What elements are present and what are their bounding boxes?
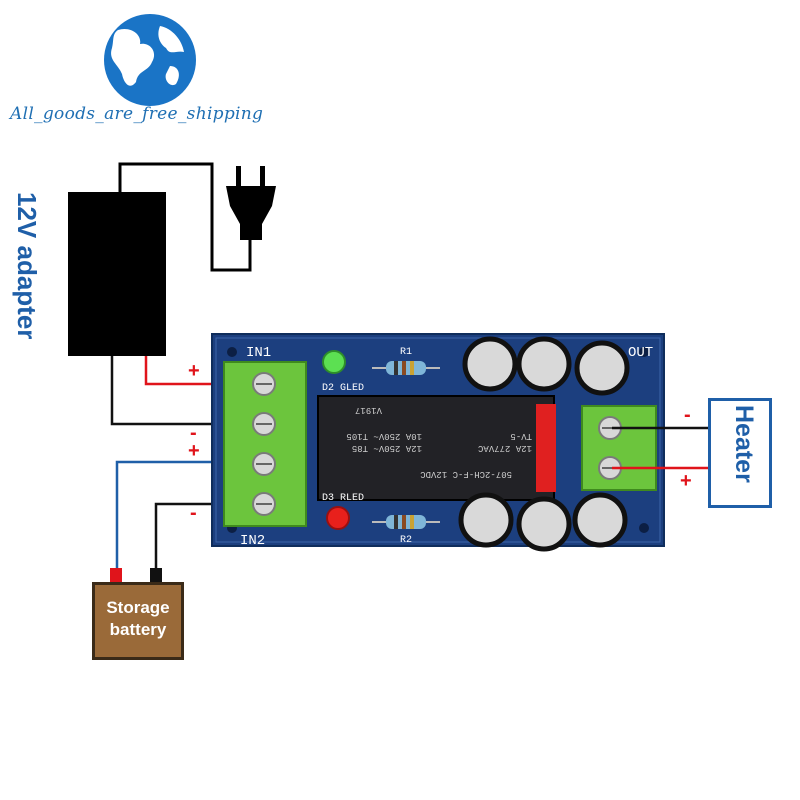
led-green-label: D2 GLED [322, 383, 364, 394]
in1-label: IN1 [246, 345, 271, 361]
r1-label: R1 [400, 347, 412, 358]
battery-negative-terminal [150, 568, 162, 582]
battery-positive-terminal [110, 568, 122, 582]
r2-label: R2 [400, 535, 412, 546]
out-terminal-screws [598, 416, 622, 480]
relay-board [211, 333, 665, 552]
green-led [322, 350, 346, 374]
battery-label-line1: Storage [106, 598, 170, 617]
adapter-body [68, 192, 166, 356]
relay-print: 507-2CH-F-C 12VDC 12A 250V~ T85 10A 250V… [346, 405, 532, 479]
relay-line-4: TV-5 [510, 431, 532, 441]
in1-minus-sign: - [190, 422, 197, 444]
adapter-cord [118, 162, 252, 272]
red-led [326, 506, 350, 530]
in1-plus-sign: + [188, 360, 200, 382]
in2-label: IN2 [240, 533, 265, 549]
out-label: OUT [628, 345, 653, 361]
led-red-label: D3 RLED [322, 493, 364, 504]
out-minus-sign: - [684, 404, 691, 426]
resistor-r2 [372, 515, 440, 529]
resistor-r1 [372, 361, 440, 375]
battery-label-line2: battery [109, 620, 167, 639]
capacitors-top [462, 336, 630, 396]
adapter-label: 12V adapter [12, 192, 42, 340]
relay-line-2: 10A 250V~ T105 [346, 431, 422, 441]
relay-red-side [536, 404, 556, 492]
in2-minus-sign: - [190, 502, 197, 524]
in2-plus-sign: + [188, 440, 200, 462]
globe-icon [104, 14, 196, 106]
power-plug-icon [226, 166, 276, 240]
in-terminal-screws [252, 372, 276, 516]
out-plus-sign: + [680, 470, 692, 492]
relay-line-1: 12A 250V~ T85 [352, 443, 422, 453]
watermark-text: All_goods_are_free_shipping [10, 104, 264, 124]
storage-battery: Storage battery [92, 582, 184, 660]
relay-line-0: 507-2CH-F-C 12VDC [420, 469, 512, 479]
capacitors-bottom [458, 492, 628, 552]
heater-box [708, 398, 772, 508]
relay-line-3: 12A 277VAC [477, 443, 532, 453]
heater-label: Heater [730, 405, 758, 483]
relay-line-5: V1917 [355, 405, 382, 415]
